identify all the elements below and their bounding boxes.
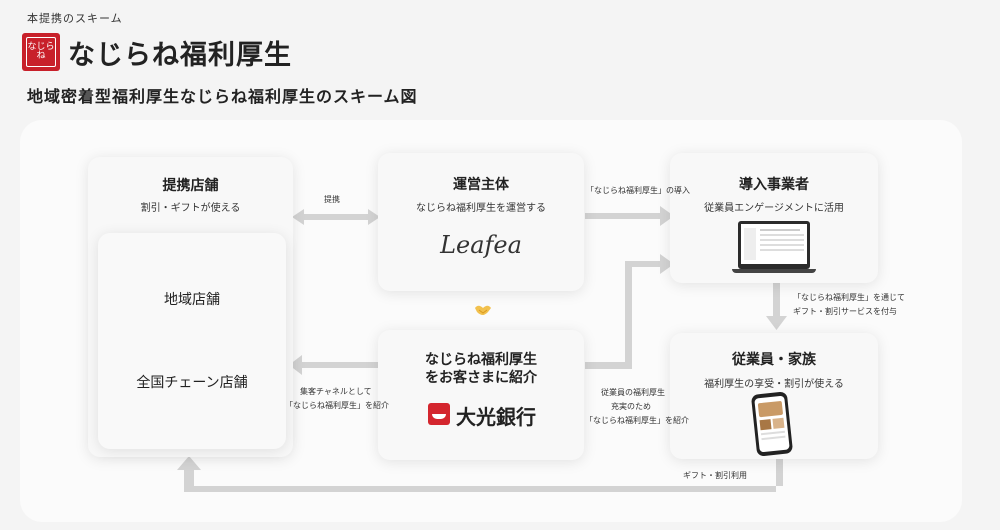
introduce-label: 「なじらね福利厚生」の導入 bbox=[586, 186, 690, 195]
chain-stores-label: 全国チェーン店舗 bbox=[136, 375, 248, 391]
laptop-illustration bbox=[732, 221, 816, 277]
najirane-logo-mark: なじらね bbox=[22, 33, 60, 71]
adopter-sub: 従業員エンゲージメントに活用 bbox=[704, 203, 844, 214]
channel-arrow bbox=[289, 355, 385, 375]
grant-label-line2: ギフト・割引サービスを付与 bbox=[793, 307, 897, 316]
adopter-card: 導入事業者 従業員エンゲージメントに活用 bbox=[670, 153, 878, 283]
enhance-label-line2: 充実のため bbox=[611, 402, 651, 411]
operator-title: 運営主体 bbox=[453, 177, 509, 193]
introducer-title-line1: なじらね福利厚生 bbox=[425, 352, 537, 368]
bank-logo-mark bbox=[428, 403, 450, 425]
usage-label: ギフト・割引利用 bbox=[683, 471, 747, 480]
logo-mark-text: なじらね bbox=[26, 37, 56, 67]
brand-logo-text: なじらね福利厚生 bbox=[68, 40, 292, 71]
partnership-label: 提携 bbox=[324, 195, 340, 204]
employee-title: 従業員・家族 bbox=[732, 352, 816, 368]
bank-name: 大光銀行 bbox=[456, 405, 536, 429]
introducer-title-line2: をお客さまに紹介 bbox=[425, 370, 537, 386]
diagram-title: 地域密着型福利厚生なじらね福利厚生のスキーム図 bbox=[27, 87, 418, 106]
local-stores-label: 地域店舗 bbox=[164, 292, 220, 308]
introducer-card: なじらね福利厚生 をお客さまに紹介 大光銀行 bbox=[378, 330, 584, 460]
employee-card: 従業員・家族 福利厚生の享受・割引が使える bbox=[670, 333, 878, 459]
grant-label-line1: 「なじらね福利厚生」を通じて bbox=[793, 293, 905, 302]
employee-sub: 福利厚生の享受・割引が使える bbox=[704, 379, 844, 390]
smartphone-illustration bbox=[750, 391, 794, 457]
enhance-label-line1: 従業員の福利厚生 bbox=[601, 388, 665, 397]
grant-arrow bbox=[766, 283, 787, 330]
store-types-card: 地域店舗 全国チェーン店舗 bbox=[98, 233, 286, 449]
enhance-label-line3: 「なじらね福利厚生」を紹介 bbox=[585, 416, 689, 425]
adopter-title: 導入事業者 bbox=[739, 177, 809, 193]
partner-stores-sub: 割引・ギフトが使える bbox=[140, 203, 241, 214]
partner-stores-title: 提携店舗 bbox=[162, 178, 219, 194]
handshake-icon bbox=[475, 305, 491, 315]
enhance-arrow bbox=[585, 254, 674, 369]
page-eyebrow: 本提携のスキーム bbox=[27, 12, 123, 25]
partnership-arrow bbox=[292, 209, 380, 225]
usage-arrow bbox=[177, 456, 783, 492]
channel-label-line1: 集客チャネルとして bbox=[300, 387, 372, 396]
introduce-arrow bbox=[585, 206, 674, 226]
operator-sub: なじらね福利厚生を運営する bbox=[416, 203, 546, 214]
leafea-logo: Leafea bbox=[440, 231, 522, 259]
channel-label-line2: 「なじらね福利厚生」を紹介 bbox=[285, 401, 389, 410]
operator-card: 運営主体 なじらね福利厚生を運営する Leafea bbox=[378, 153, 584, 291]
